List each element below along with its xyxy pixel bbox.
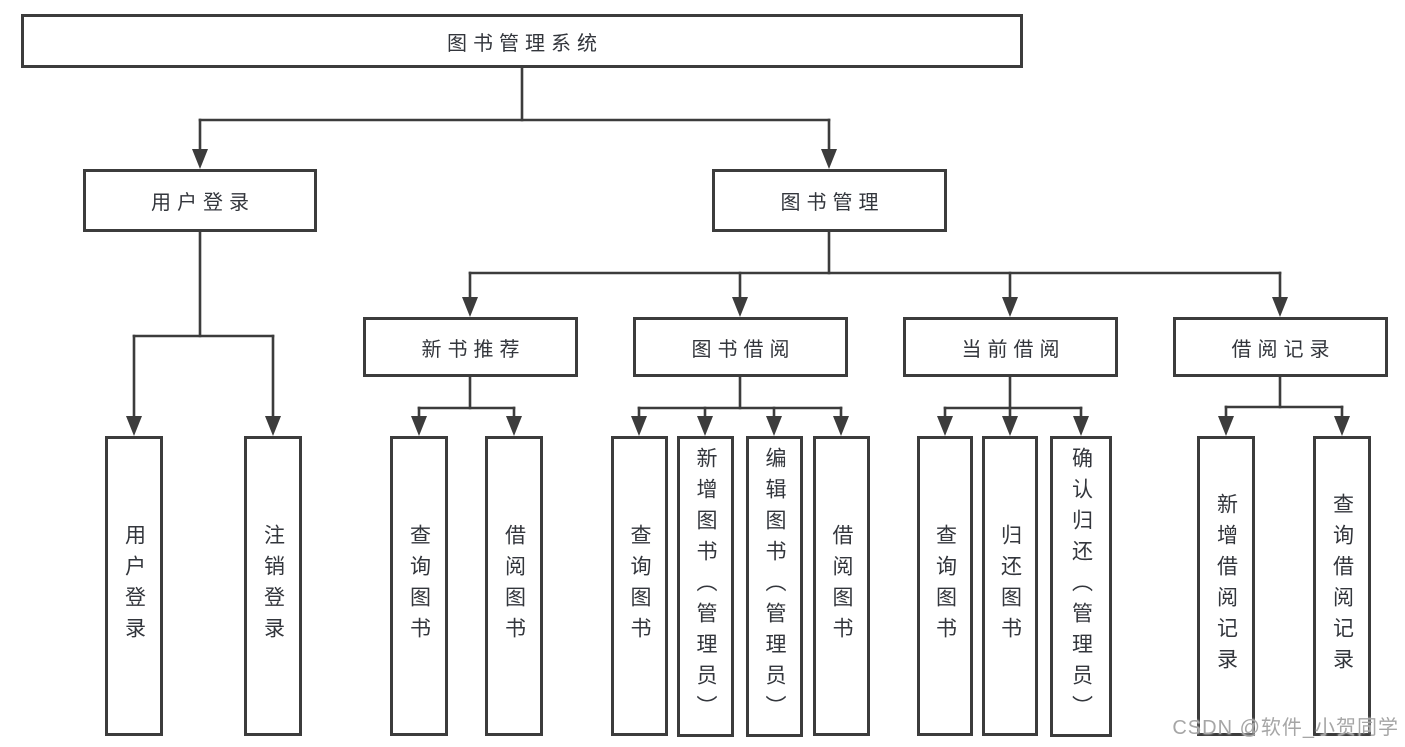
node-user-login: 用户登录	[83, 169, 317, 232]
node-library-system: 图书管理系统	[21, 14, 1023, 68]
leaf-return-book: 归还图书	[982, 436, 1038, 736]
leaf-confirm-return-admin: 确认归还（管理员）	[1050, 436, 1112, 737]
csdn-watermark: CSDN @软件_小贺同学	[1172, 717, 1399, 739]
leaf-query-books-recommend: 查询图书	[390, 436, 448, 736]
connector-newbooks-to-leaves	[411, 375, 522, 436]
leaf-query-books-borrow: 查询图书	[611, 436, 668, 736]
connector-bookborrow-to-leaves	[631, 375, 849, 436]
leaf-query-borrow-record: 查询借阅记录	[1313, 436, 1371, 736]
leaf-add-borrow-record: 新增借阅记录	[1197, 436, 1255, 736]
leaf-add-book-admin: 新增图书（管理员）	[677, 436, 734, 737]
connector-userlogin-to-leaves	[126, 229, 281, 436]
node-book-borrowing: 图书借阅	[633, 317, 848, 377]
connector-borrowrecords-to-leaves	[1218, 375, 1350, 436]
connector-bookmgmt-to-level3	[462, 229, 1288, 317]
connector-root-to-level2	[192, 66, 837, 169]
leaf-borrow-books-recommend: 借阅图书	[485, 436, 543, 736]
leaf-borrow-books: 借阅图书	[813, 436, 870, 736]
connector-currentborrow-to-leaves	[937, 375, 1089, 436]
node-borrow-records: 借阅记录	[1173, 317, 1388, 377]
node-current-borrowing: 当前借阅	[903, 317, 1118, 377]
leaf-logout: 注销登录	[244, 436, 302, 736]
leaf-user-login: 用户登录	[105, 436, 163, 736]
leaf-edit-book-admin: 编辑图书（管理员）	[746, 436, 803, 737]
node-book-management: 图书管理	[712, 169, 947, 232]
leaf-query-books-current: 查询图书	[917, 436, 973, 736]
node-new-book-recommendation: 新书推荐	[363, 317, 578, 377]
